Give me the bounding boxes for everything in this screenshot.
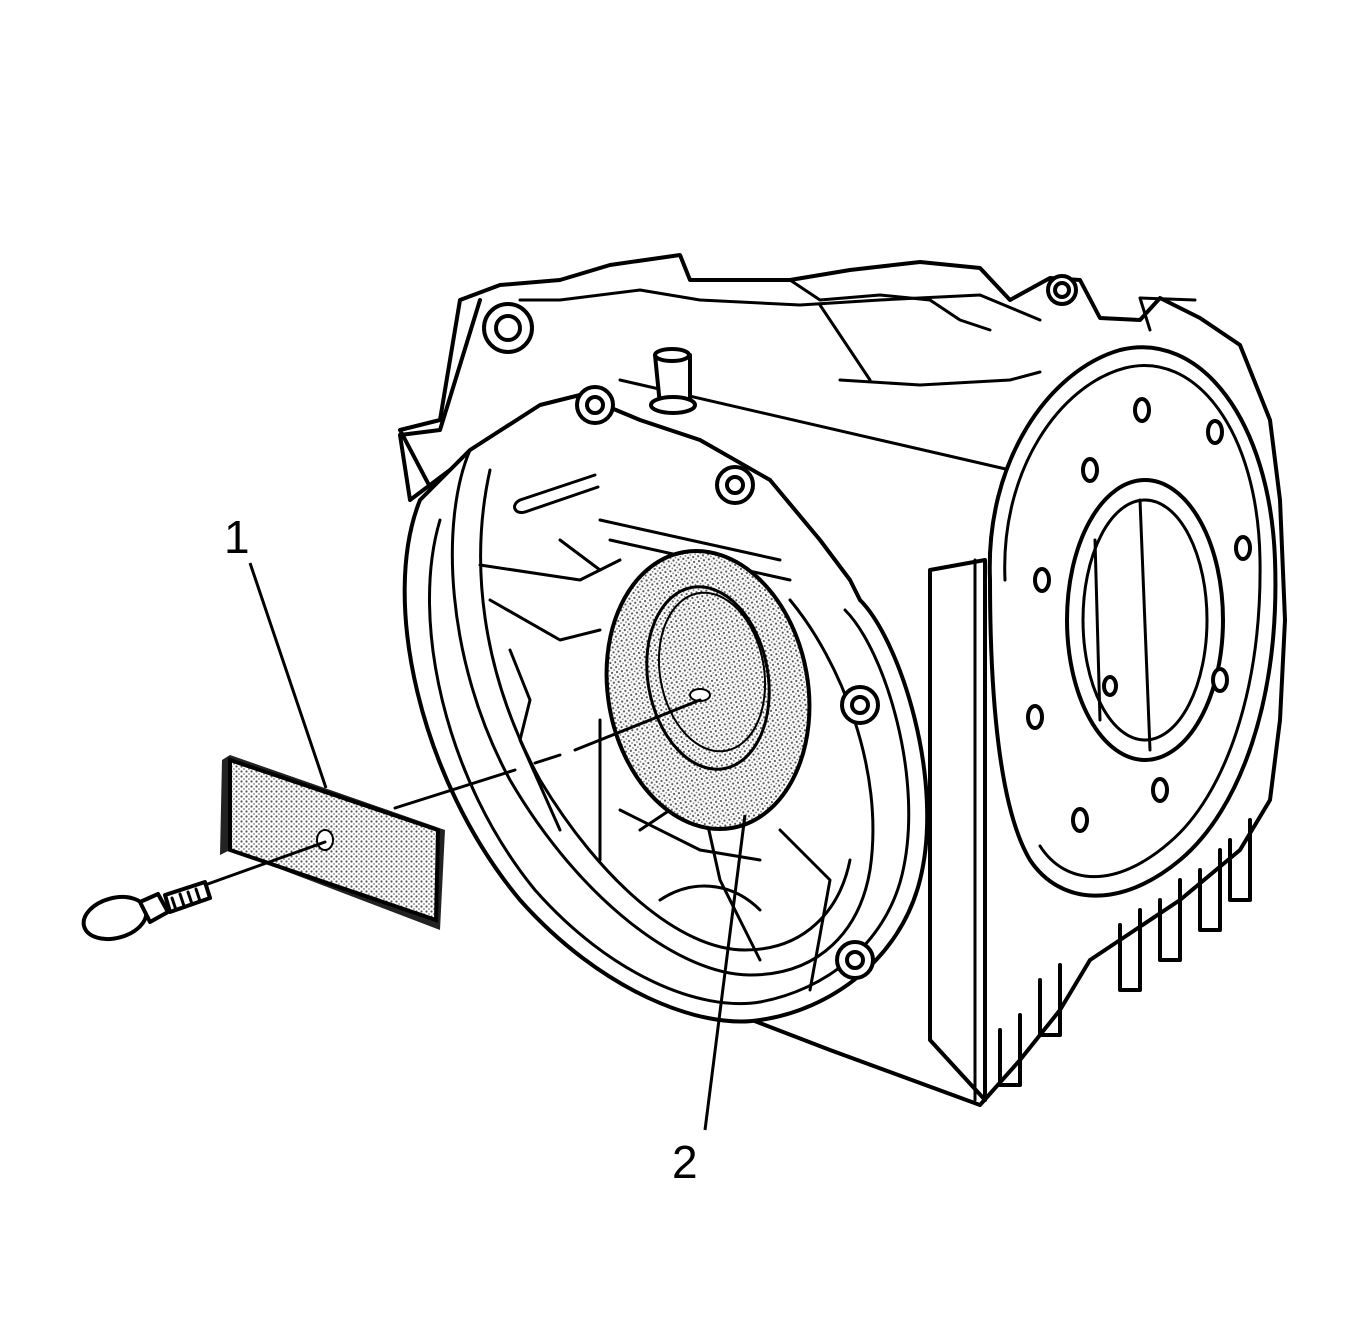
rear-flange — [987, 345, 1278, 1087]
side-plate — [928, 558, 987, 1102]
filter — [220, 755, 445, 930]
callout-1: 1 — [224, 511, 328, 789]
callout-label-2: 2 — [672, 1136, 698, 1188]
callout-label-1: 1 — [224, 511, 250, 563]
alignment-line — [393, 698, 702, 810]
filter-bolt — [81, 840, 327, 942]
leader-line-2 — [703, 814, 747, 1131]
callout-2: 2 — [672, 814, 747, 1188]
seal — [604, 549, 812, 831]
leader-line-1 — [248, 562, 328, 789]
